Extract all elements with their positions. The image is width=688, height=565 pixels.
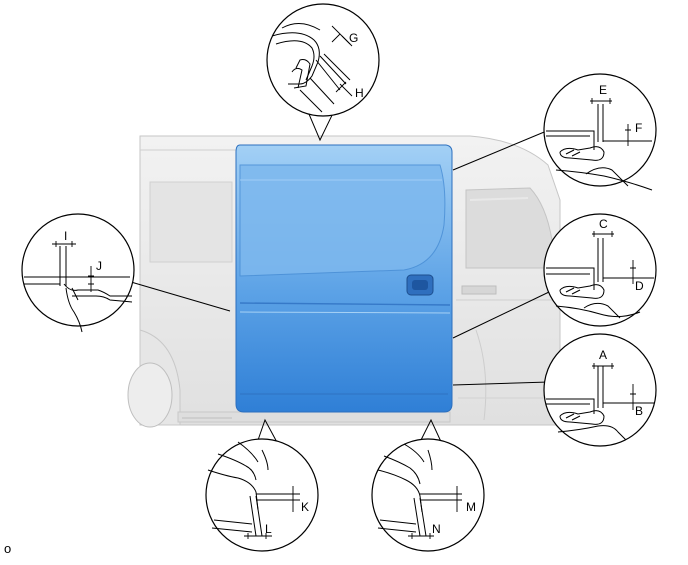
label-g: G	[349, 31, 358, 45]
label-h: H	[355, 86, 364, 100]
door-handle	[406, 274, 434, 296]
label-c: C	[599, 217, 608, 231]
figure-id: o	[4, 541, 12, 556]
panel-section-bottom-right	[377, 443, 462, 537]
callout-left: I J	[21, 213, 135, 333]
callout-lower-right: A B	[543, 333, 657, 447]
callout-top: G H	[266, 3, 380, 117]
label-d: D	[635, 279, 644, 293]
label-j: J	[96, 259, 102, 273]
panel-section-lower-right	[546, 366, 654, 441]
label-b: B	[635, 404, 643, 418]
callout-bottom-left: K L	[205, 438, 319, 552]
label-m: M	[466, 500, 476, 514]
panel-section-top	[271, 23, 351, 113]
dimension-marks-bottom-right	[408, 486, 460, 539]
callout-mid-right: C D	[543, 213, 657, 327]
label-k: K	[301, 500, 309, 514]
label-l: L	[265, 522, 272, 536]
label-i: I	[64, 229, 67, 243]
label-n: N	[432, 522, 441, 536]
dimension-marks-top	[331, 25, 353, 97]
panel-section-mid-right	[546, 238, 654, 319]
callout-bottom-right: M N	[371, 438, 485, 552]
label-f: F	[635, 121, 642, 135]
callout-upper-right: E F	[543, 73, 657, 191]
panel-section-left	[24, 246, 133, 333]
dimension-marks-bottom-left	[244, 486, 296, 539]
dimension-marks-lower-right	[592, 363, 636, 410]
label-a: A	[599, 348, 607, 362]
leader-lines	[130, 106, 550, 447]
label-e: E	[599, 83, 607, 97]
panel-section-bottom-left	[207, 441, 300, 537]
dimension-marks-mid-right	[592, 231, 636, 284]
sliding-door	[235, 144, 453, 413]
dimension-marks-left	[52, 241, 94, 292]
dimension-marks-upper-right	[590, 98, 631, 146]
